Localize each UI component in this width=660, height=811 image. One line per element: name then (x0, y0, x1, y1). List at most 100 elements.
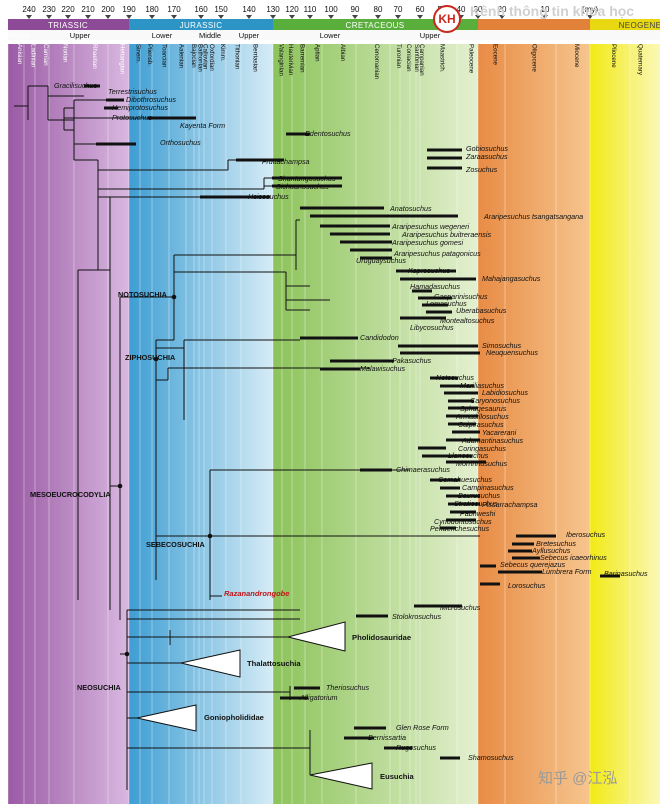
taxon-label: Iberosuchus (566, 530, 606, 539)
taxon-label: Labidiosuchus (482, 388, 528, 397)
tick-label: 80 (374, 5, 383, 14)
period-jurassic: JURASSIC (180, 21, 223, 30)
tick-mark (587, 15, 593, 19)
stage-label: Tithonian (234, 44, 241, 70)
taxon-label: Terrestrisuchus (108, 87, 157, 96)
subperiod-row (8, 30, 660, 40)
taxon-label: Baurusuchus (458, 491, 500, 500)
taxon-label: Gasparinisuchus (434, 292, 488, 301)
stage-label: Maastrich. (439, 44, 446, 73)
taxon-label: Barinasuchus (604, 569, 648, 578)
taxon-label: Mahajangasuchus (482, 274, 541, 283)
taxon-label: Araripesuchus tsangatsangana (483, 212, 583, 221)
tick-mark (149, 15, 155, 19)
taxon-label: Protosuchus (112, 113, 152, 122)
cladogram-branches (14, 85, 480, 790)
tick-label: 140 (242, 5, 256, 14)
tick-label: 110 (304, 5, 317, 14)
taxon-label: Rugosuchus (396, 743, 436, 752)
taxon-label: Hsisosuchus (248, 192, 289, 201)
logo-text: KH (438, 12, 455, 26)
stage-label: Kimm. (219, 44, 226, 62)
watermark-top: Kênh thông tin khoa học (470, 3, 634, 19)
taxon-label: Shantungosuchus (278, 174, 336, 183)
taxon-label: Hamadasuchus (410, 282, 460, 291)
stage-label: Anisian (16, 44, 23, 65)
stage-label: Albian (339, 44, 346, 62)
taxon-label: Lumbrera Form (542, 567, 592, 576)
paleogene-header (478, 19, 590, 30)
period-neogene: NEOGENE (619, 21, 660, 30)
taxon-label: Pehuenchesuchus (430, 524, 490, 533)
tick-label: 160 (194, 5, 208, 14)
tick-mark (218, 15, 224, 19)
taxon-label: Fruitachampsa (262, 157, 310, 166)
taxon-label: Armadillosuchus (455, 412, 509, 421)
triangle-goniopholididae (136, 704, 197, 732)
taxon-label: Cynodontosuchus (434, 517, 492, 526)
triangle-pholidosauridae (287, 621, 346, 652)
stage-label: Hettangian (119, 44, 126, 74)
stage-label: Rhaetian (91, 44, 98, 69)
stage-label: Sinem. (135, 44, 142, 64)
label-goniopholididae: Goniopholididae (204, 713, 264, 722)
node-mesoeucrocodylia (117, 483, 123, 489)
taxon-label: Stratiosuchus (454, 499, 498, 508)
stage-boundaries (7, 40, 631, 804)
taxon-label: Libycosuchus (410, 323, 454, 332)
tick-label: 200 (101, 5, 115, 14)
stage-label: Valanginian (278, 44, 285, 76)
tick-label: 60 (416, 5, 425, 14)
tick-mark (352, 15, 358, 19)
taxon-label: Edentosuchus (305, 129, 351, 138)
clade-ziphosuchia: ZIPHOSUCHIA (125, 353, 176, 362)
taxon-label: Malawisuchus (360, 364, 406, 373)
taxon-label: Adamantinasuchus (461, 436, 524, 445)
node-ziphosuchia (153, 356, 159, 362)
taxon-label: Uberabasuchus (456, 306, 507, 315)
neogene-header (590, 19, 660, 30)
tick-mark (542, 15, 548, 19)
taxon-label: Yacarerani (482, 428, 517, 437)
period-cretaceous: CRETACEOUS (346, 21, 405, 30)
stage-label: Oligocene (531, 44, 538, 72)
tick-label: 90 (351, 5, 360, 14)
label-pholidosauridae: Pholidosauridae (352, 633, 411, 642)
jurassic-band (129, 44, 273, 804)
stage-label: Santonian (413, 44, 420, 72)
subperiod-jur-lower: Lower (152, 31, 173, 40)
tick-mark (46, 15, 52, 19)
tick-mark (417, 15, 423, 19)
subperiod-tri-upper: Upper (70, 31, 91, 40)
tick-mark (198, 15, 204, 19)
tick-label: 150 (214, 5, 228, 14)
stage-label: Carnian (42, 44, 49, 66)
taxon-label: Zosuchus (465, 165, 498, 174)
tick-label: 20 (498, 5, 507, 14)
stage-label: Norian (62, 44, 69, 63)
tick-mark (307, 15, 313, 19)
tick-mark (395, 15, 401, 19)
taxon-label: Notosuchus (436, 373, 474, 382)
taxon-label: Theriosuchus (326, 683, 370, 692)
taxon-label: Uruguaysuchus (356, 256, 406, 265)
stage-label: Toarcian (161, 44, 168, 68)
taxon-label: Kaprosuchus (408, 266, 450, 275)
taxon-label: Simosuchus (482, 341, 522, 350)
stage-label: Aptian (314, 44, 321, 62)
clade-neosuchia: NEOSUCHIA (77, 683, 122, 692)
triassic-band (8, 44, 129, 804)
taxon-label: Sebecus querejazus (500, 560, 566, 569)
taxon-label: Araripesuchus gomesi (391, 238, 464, 247)
taxon-label: Candidodon (360, 333, 399, 342)
stage-label: Bathonian (197, 44, 204, 72)
triassic-header (8, 19, 129, 30)
taxon-label: Chimaerasuchus (396, 465, 450, 474)
taxon-label: Coringasuchus (458, 444, 506, 453)
label-eusuchia: Eusuchia (380, 772, 415, 781)
clade-mesoeucrocodylia: MESOEUCROCODYLIA (30, 490, 111, 499)
taxon-label: Sphagesaurus (460, 404, 507, 413)
tick-label: 10 (541, 5, 550, 14)
tick-mark (289, 15, 295, 19)
